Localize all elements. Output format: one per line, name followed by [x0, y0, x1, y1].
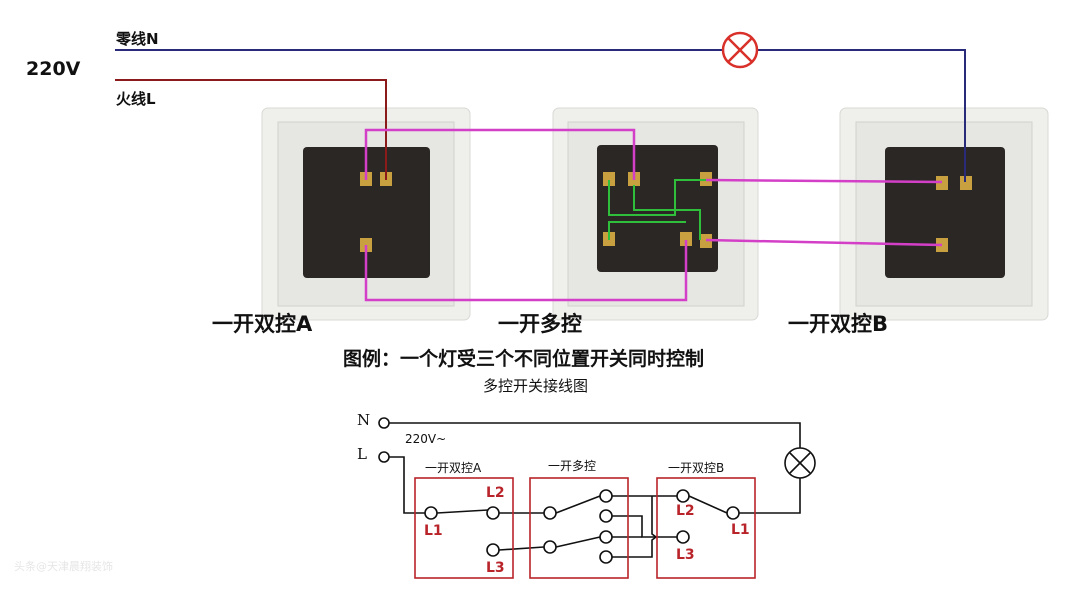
neutral-wire-to-b — [758, 49, 966, 182]
a-l3-label: L3 — [486, 560, 505, 576]
live-label: 火线L — [116, 90, 156, 108]
l-terminal-label: L — [357, 445, 367, 463]
lamp-icon — [721, 31, 759, 69]
switch-a-label: 一开双控A — [212, 312, 313, 336]
b-l2-label: L2 — [676, 503, 695, 519]
schematic-voltage: 220V~ — [405, 432, 447, 446]
n-terminal-label: N — [357, 411, 371, 429]
schematic-title: 多控开关接线图 — [483, 377, 589, 395]
switch-plate-b — [839, 107, 1049, 321]
a-l1-label: L1 — [424, 523, 443, 539]
switch-b-label: 一开双控B — [788, 312, 889, 336]
voltage-label: 220V — [26, 58, 81, 80]
a-l2-label: L2 — [486, 485, 505, 501]
schematic — [378, 417, 816, 579]
traveler-wires — [364, 128, 943, 302]
box-b-label: 一开双控B — [668, 461, 725, 475]
caption: 图例：一个灯受三个不同位置开关同时控制 — [343, 348, 705, 370]
box-mid-label: 一开多控 — [548, 459, 597, 473]
b-l3-label: L3 — [676, 547, 695, 563]
watermark: 头条@天津晨翔装饰 — [14, 560, 113, 573]
neutral-label: 零线N — [116, 30, 159, 48]
switch-mid-label: 一开多控 — [498, 312, 582, 336]
b-l1-label: L1 — [731, 522, 750, 538]
live-wire — [115, 79, 387, 180]
box-a-label: 一开双控A — [425, 461, 482, 475]
internal-wires — [608, 179, 706, 240]
